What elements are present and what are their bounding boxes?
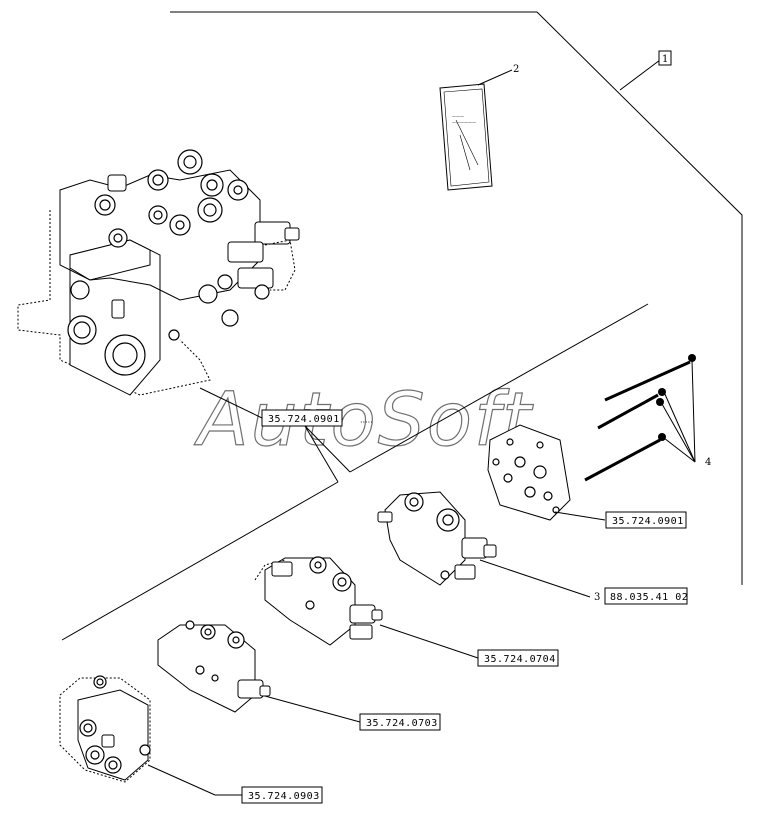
inlet-block-0903[interactable] bbox=[59, 675, 151, 783]
watermark: AutoSoft bbox=[194, 377, 534, 463]
callout-section-0704[interactable]: 35.724.0704 bbox=[477, 649, 559, 667]
callout-section-3-text: 88.035.41 02 bbox=[610, 592, 688, 603]
divider-lines bbox=[61, 303, 649, 641]
callout-inlet-block-text: 35.724.0903 bbox=[248, 791, 320, 802]
callout-main-valve[interactable]: 35.724.0901 bbox=[261, 409, 343, 427]
main-valve-assembly[interactable] bbox=[17, 149, 300, 396]
item-3-number: 3 bbox=[594, 592, 600, 603]
callout-gasket[interactable]: 35.724.0901 bbox=[605, 511, 687, 529]
group-label-1-text: 1 bbox=[662, 54, 668, 65]
instruction-sheet[interactable]: ——— —————— bbox=[439, 69, 513, 191]
item-4-number: 4 bbox=[705, 457, 711, 468]
leader-gasket bbox=[554, 511, 606, 521]
valve-section-0703[interactable] bbox=[157, 620, 271, 713]
callout-inlet-block[interactable]: 35.724.0903 bbox=[241, 786, 323, 804]
callout-main-valve-text: 35.724.0901 bbox=[268, 414, 340, 425]
svg-text:———: ——— bbox=[452, 114, 464, 119]
dotted-marker: ····· bbox=[360, 418, 373, 427]
leader-section-3 bbox=[479, 559, 591, 598]
gasket-plate[interactable] bbox=[487, 424, 571, 521]
group-label-1[interactable]: 1 bbox=[658, 50, 672, 66]
leader-section-0703 bbox=[264, 695, 361, 723]
callout-section-3[interactable]: 88.035.41 02 bbox=[604, 587, 688, 605]
callout-section-0703-text: 35.724.0703 bbox=[366, 718, 438, 729]
callout-gasket-text: 35.724.0901 bbox=[612, 516, 684, 527]
kit-boundary bbox=[170, 11, 743, 585]
tie-rods[interactable] bbox=[584, 354, 696, 482]
valve-section-3[interactable] bbox=[377, 491, 497, 586]
callout-section-0703[interactable]: 35.724.0703 bbox=[359, 713, 441, 731]
callout-section-0704-text: 35.724.0704 bbox=[484, 654, 556, 665]
item-2-number: 2 bbox=[513, 64, 519, 75]
leader-main-valve bbox=[199, 387, 263, 419]
leader-section-0704 bbox=[379, 624, 479, 659]
svg-text:——————: —————— bbox=[452, 120, 476, 125]
valve-section-0704[interactable] bbox=[254, 556, 383, 646]
leader-inlet-block bbox=[147, 764, 216, 796]
